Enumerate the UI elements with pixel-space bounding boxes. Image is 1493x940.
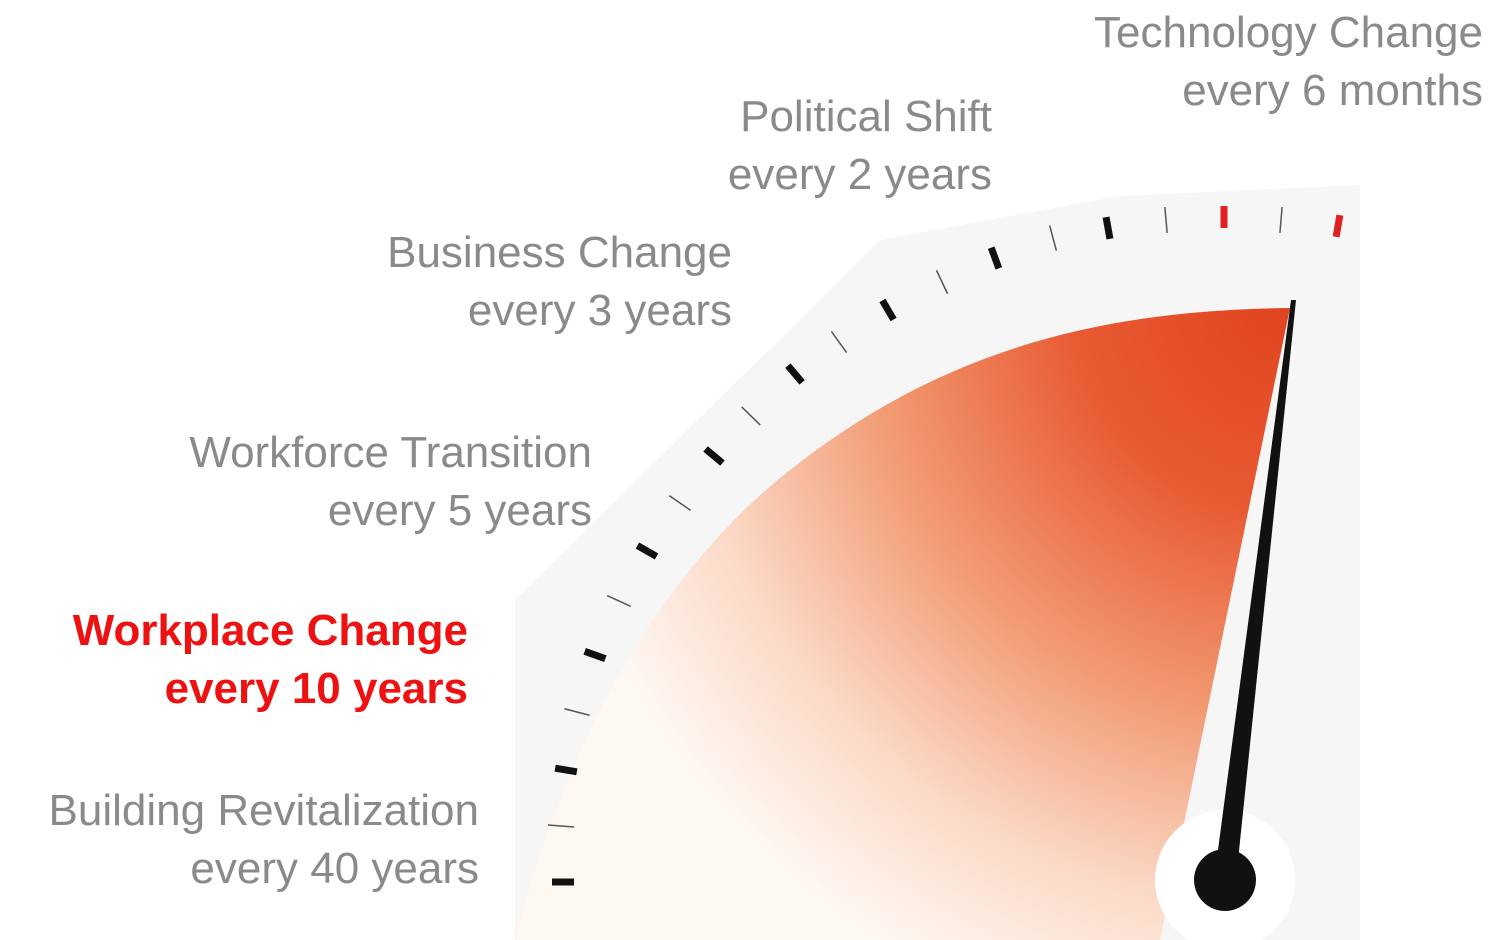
gauge-fill-sector [515,308,1290,940]
label-frequency: every 40 years [190,844,479,893]
minor-tick [668,494,692,512]
minor-tick [606,594,632,608]
minor-tick [1048,225,1058,251]
label-political-shift: Political Shift every 2 years [728,88,992,204]
major-tick [1332,214,1344,238]
label-title: Workforce Transition [189,428,592,477]
minor-tick [1279,206,1283,234]
major-tick [583,648,607,662]
label-business-change: Business Change every 3 years [387,224,732,340]
label-title: Building Revitalization [48,786,479,835]
major-tick [987,246,1003,270]
major-tick [703,446,725,466]
label-frequency: every 3 years [467,286,732,335]
label-workforce-transition: Workforce Transition every 5 years [189,424,592,540]
label-frequency: every 2 years [727,150,992,199]
label-frequency: every 5 years [327,486,592,535]
label-title: Business Change [387,228,732,277]
gauge-needle-pivot [1194,849,1256,911]
major-tick [785,363,805,385]
label-title: Political Shift [740,92,992,141]
label-title: Workplace Change [72,606,468,655]
major-tick [554,764,578,776]
minor-tick [741,406,761,426]
minor-tick [547,824,575,828]
label-title: Technology Change [1094,8,1483,57]
tick-marks [547,205,1344,886]
minor-tick [564,708,590,716]
major-tick [1102,216,1114,240]
label-workplace-change: Workplace Change every 10 years [73,602,468,718]
label-building-revitalization: Building Revitalization every 40 years [49,782,479,898]
minor-tick [830,331,848,353]
minor-tick [1164,206,1168,234]
label-frequency: every 10 years [164,664,468,713]
label-frequency: every 6 months [1182,66,1483,115]
label-technology-change: Technology Change every 6 months [1094,4,1483,120]
gauge-needle [1214,300,1296,880]
major-tick [879,298,897,322]
minor-tick [935,269,949,295]
major-tick [635,542,659,560]
